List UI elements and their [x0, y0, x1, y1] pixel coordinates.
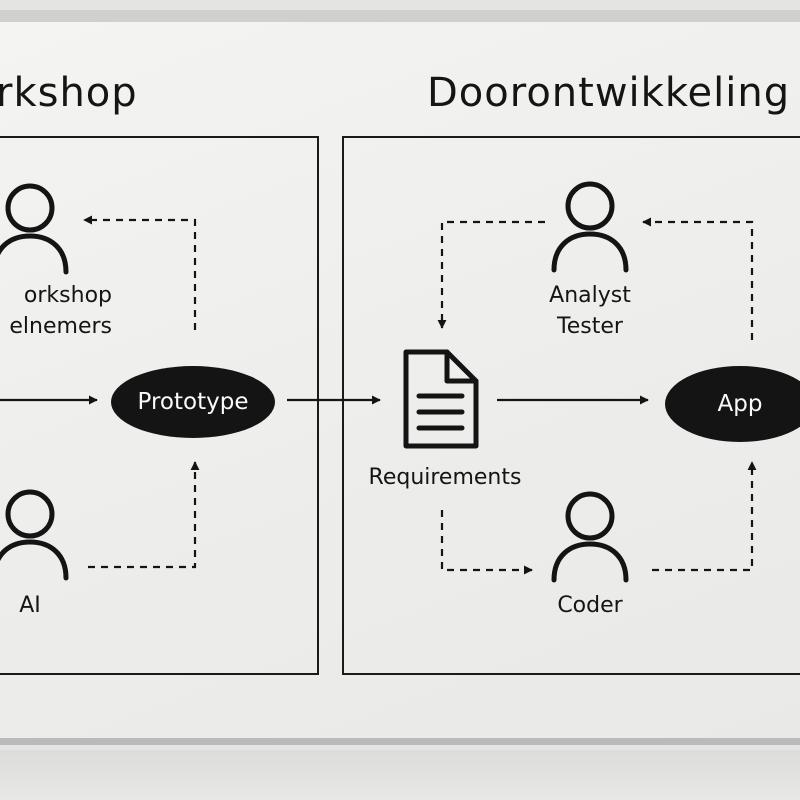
doorontwikkeling-title: Doorontwikkeling: [427, 70, 791, 116]
workshop-participants-person-icon: [0, 183, 69, 275]
app-to-analyst-arrow: [642, 217, 754, 340]
prototype-label: Prototype: [137, 389, 249, 415]
analyst-tester-person-icon: [551, 181, 629, 273]
requirements-label: Requirements: [368, 465, 522, 490]
coder-to-app-arrow: [652, 461, 757, 572]
document-icon: [403, 349, 479, 449]
ai-person-icon: [0, 489, 69, 581]
wall: [0, 750, 800, 800]
doorontwikkeling-section: [342, 136, 800, 675]
feedback-to-participants-arrow: [83, 215, 197, 330]
ai-to-prototype-arrow: [88, 461, 200, 569]
analyst-to-requirements-arrow: [437, 220, 545, 329]
app-label: App: [717, 391, 763, 417]
analyst-tester-label: Analyst Tester: [549, 283, 631, 339]
workshop-participants-label: orkshop elnemers: [9, 283, 112, 339]
prototype-node: Prototype: [111, 366, 275, 438]
workshop-section: [0, 136, 319, 675]
requirements-to-coder-arrow: [440, 510, 533, 575]
ai-label: AI: [19, 593, 41, 618]
app-node: App: [665, 366, 800, 442]
coder-person-icon: [551, 491, 629, 583]
workshop-title: rkshop: [0, 70, 138, 116]
coder-label: Coder: [557, 593, 623, 618]
